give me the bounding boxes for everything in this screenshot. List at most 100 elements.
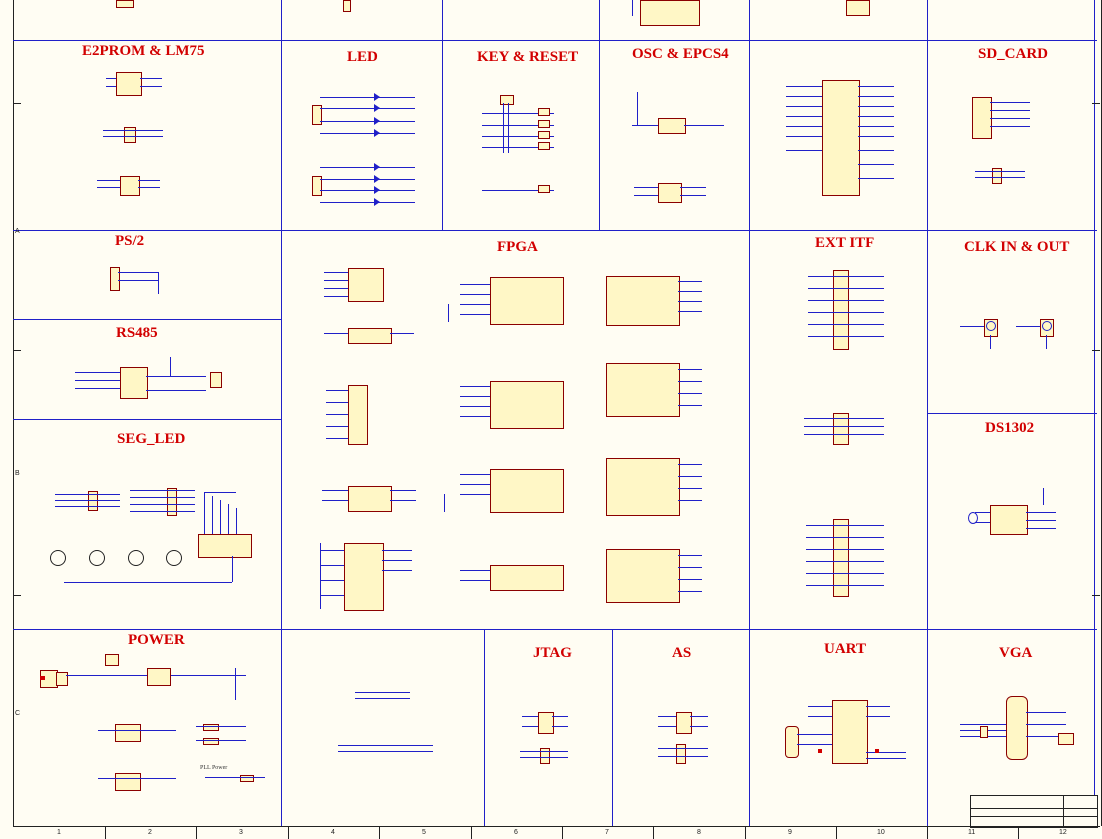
fpga-bank-chip [606,363,680,417]
wire [130,497,195,498]
wire [678,281,702,282]
wire [320,179,415,180]
ruler-number: 8 [697,829,701,836]
wire [1026,736,1066,737]
wire [390,500,416,501]
ruler-number: 10 [877,829,885,836]
wire [680,187,706,188]
ruler-number: 4 [331,829,335,836]
wire [975,171,1025,172]
section-title-e2prom: E2PROM & LM75 [82,43,205,59]
wire [804,434,884,435]
led-icon [374,104,380,112]
section-title-sd-card: SD_CARD [978,46,1049,62]
wire [196,726,246,727]
wire [637,92,638,125]
wire [460,406,490,407]
wire [460,570,490,571]
wire [632,125,658,126]
section-title-ext-itf: EXT ITF [815,235,875,251]
wire [130,490,195,491]
wire [658,756,708,757]
led-icon [374,93,380,101]
sdram-chip [822,80,860,196]
wire [678,500,702,501]
wire [130,504,195,505]
key-switch [538,120,550,128]
chip [676,744,686,764]
ext-header-chip [833,519,849,597]
wire [103,130,163,131]
as-header [676,712,692,734]
wire [786,86,822,87]
inductor-icon [240,775,254,782]
fpga-bank-chip [490,277,564,325]
rs485-connector [210,372,222,388]
wire [460,474,490,475]
wire [138,187,160,188]
wire [460,284,490,285]
wire [146,390,206,391]
fpga-bank-chip [606,276,680,326]
wire [232,556,233,582]
border-tick [1092,103,1100,104]
wire [444,494,445,512]
pll-power-label: PLL Power [200,765,228,771]
chip [312,176,322,196]
grid-line [13,319,282,320]
grid-line [442,0,443,230]
wire [658,726,676,727]
wire [866,716,890,717]
wire [808,336,884,337]
wire [320,133,415,134]
wire [212,496,213,534]
grid-line [927,0,928,826]
wire [320,565,344,566]
wire [680,195,706,196]
wire [808,324,884,325]
seg-display-chip [198,534,252,558]
wire [858,126,894,127]
wire [678,591,702,592]
wire [1026,520,1056,521]
chip [88,491,98,511]
wire [460,580,490,581]
fpga-power-chip [344,543,384,611]
ruler-number: 2 [148,829,152,836]
title-block [970,795,1098,828]
wire [326,390,348,391]
wire [103,136,163,137]
wire [678,369,702,370]
wire [118,272,158,273]
wire [866,758,906,759]
wire [520,757,568,758]
no-connect-mark [875,749,879,753]
chip [640,0,700,26]
wire [390,490,416,491]
key-switch [538,108,550,116]
border-label: C [15,710,21,717]
wire [97,180,120,181]
key-switch [538,131,550,139]
wire [320,121,415,122]
wire [75,380,120,381]
section-title-vga: VGA [999,645,1033,661]
wire [320,550,344,551]
ruler-number: 6 [514,829,518,836]
wire [460,396,490,397]
wire [1026,724,1066,725]
wire [858,136,894,137]
section-title-rs485: RS485 [116,325,158,341]
fpga-bank-chip [490,469,564,513]
chip [167,488,177,516]
wire [382,550,412,551]
wire [390,333,414,334]
wire [140,78,162,79]
chip [500,95,514,105]
e2prom-chip [116,72,142,96]
wire [382,560,412,561]
chip [846,0,870,16]
wire [960,724,1006,725]
chip [312,105,322,125]
ruler-number: 9 [788,829,792,836]
